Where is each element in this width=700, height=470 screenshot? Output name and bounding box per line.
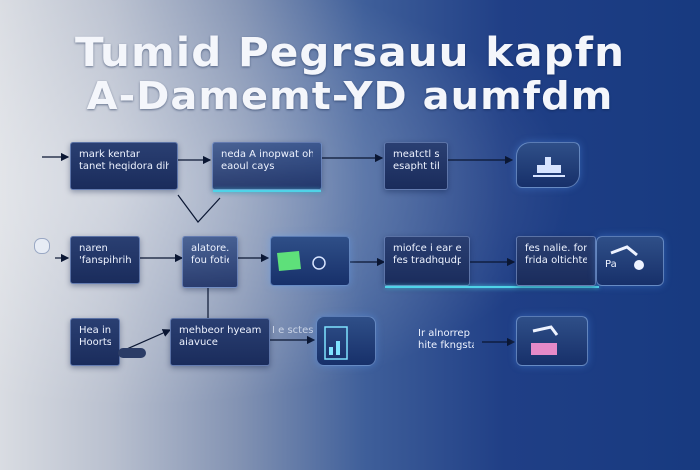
node-n2: neda A inopwat oh. eaoul cays (212, 142, 322, 192)
dashboard-icon (324, 326, 348, 360)
node-n1-line-2: tanet heqidora dih (79, 161, 169, 172)
worker-icon (531, 325, 559, 355)
connector-pill (118, 348, 146, 358)
node-n3: meatctl sip esapht tih fnnat (384, 142, 448, 190)
node-n8-line-1: Hea intc (79, 325, 111, 336)
node-n7-line-2: frida oltichte. (525, 255, 587, 266)
node-n4-line-2: 'fanspihrih (79, 255, 131, 266)
node-n7: fes nalie. form frida oltichte. (516, 236, 596, 286)
bar-chart-icon (277, 251, 326, 271)
node-n2-line-2: eaoul cays (221, 161, 275, 172)
robot-arm-icon (610, 245, 644, 270)
node-n10: Ir alnorrep lenair hite fkngsta cait (410, 322, 482, 362)
node-n6-line-1: miofce i ear ev (393, 243, 461, 254)
merge-chevron (177, 194, 221, 223)
node-n8: Hea intc Hoorts (70, 318, 120, 366)
node-n2-accent-line (213, 190, 321, 192)
node-n4: naren 'fanspihrih (70, 236, 140, 284)
node-n10-line-1: Ir alnorrep lenair (418, 328, 474, 339)
robot-icon-tile: Pa (596, 236, 664, 286)
node-n5: alatore.omsio fou fotiet (182, 236, 238, 288)
diagram-title-line-1: Tumid Pegrsauu kapfn (74, 30, 626, 76)
ship-icon-tile (516, 142, 580, 188)
worker-icon-tile (516, 316, 588, 366)
faded-label: I e sctes (272, 325, 314, 336)
node-n1: mark kentar tanet heqidora dih (70, 142, 178, 190)
chart-icon-tile (270, 236, 350, 286)
node-n6-line-2: fes tradhqudprpor (393, 255, 461, 266)
dashboard-icon-tile (316, 316, 376, 366)
node-n2-line-1: neda A inopwat oh. (221, 149, 313, 160)
node-n5-line-2: fou fotiet (191, 255, 229, 266)
node-n3-line-1: meatctl sip (393, 149, 439, 160)
start-node-icon (34, 238, 50, 254)
node-n1-line-1: mark kentar (79, 149, 141, 160)
node-n8-line-2: Hoorts (79, 337, 111, 348)
node-n9-line-1: mehbeor hyeame (179, 325, 261, 336)
node-n10-line-2: hite fkngsta cait (418, 340, 474, 351)
node-n9: mehbeor hyeame aiavuce (170, 318, 270, 366)
node-n9-line-2: aiavuce (179, 337, 218, 348)
robot-tile-label: Pa (605, 259, 617, 270)
node-n6: miofce i ear ev fes tradhqudprpor (384, 236, 599, 288)
ship-icon (533, 157, 565, 177)
node-n6-accent-line (385, 286, 599, 288)
node-n3-line-2: esapht tih fnnat (393, 161, 439, 172)
node-n4-line-1: naren (79, 243, 108, 254)
diagram-title-line-2: A-Damemt-YD aumfdm (86, 74, 614, 118)
node-n7-line-1: fes nalie. form (525, 243, 587, 254)
node-n5-line-1: alatore.omsio (191, 243, 229, 254)
